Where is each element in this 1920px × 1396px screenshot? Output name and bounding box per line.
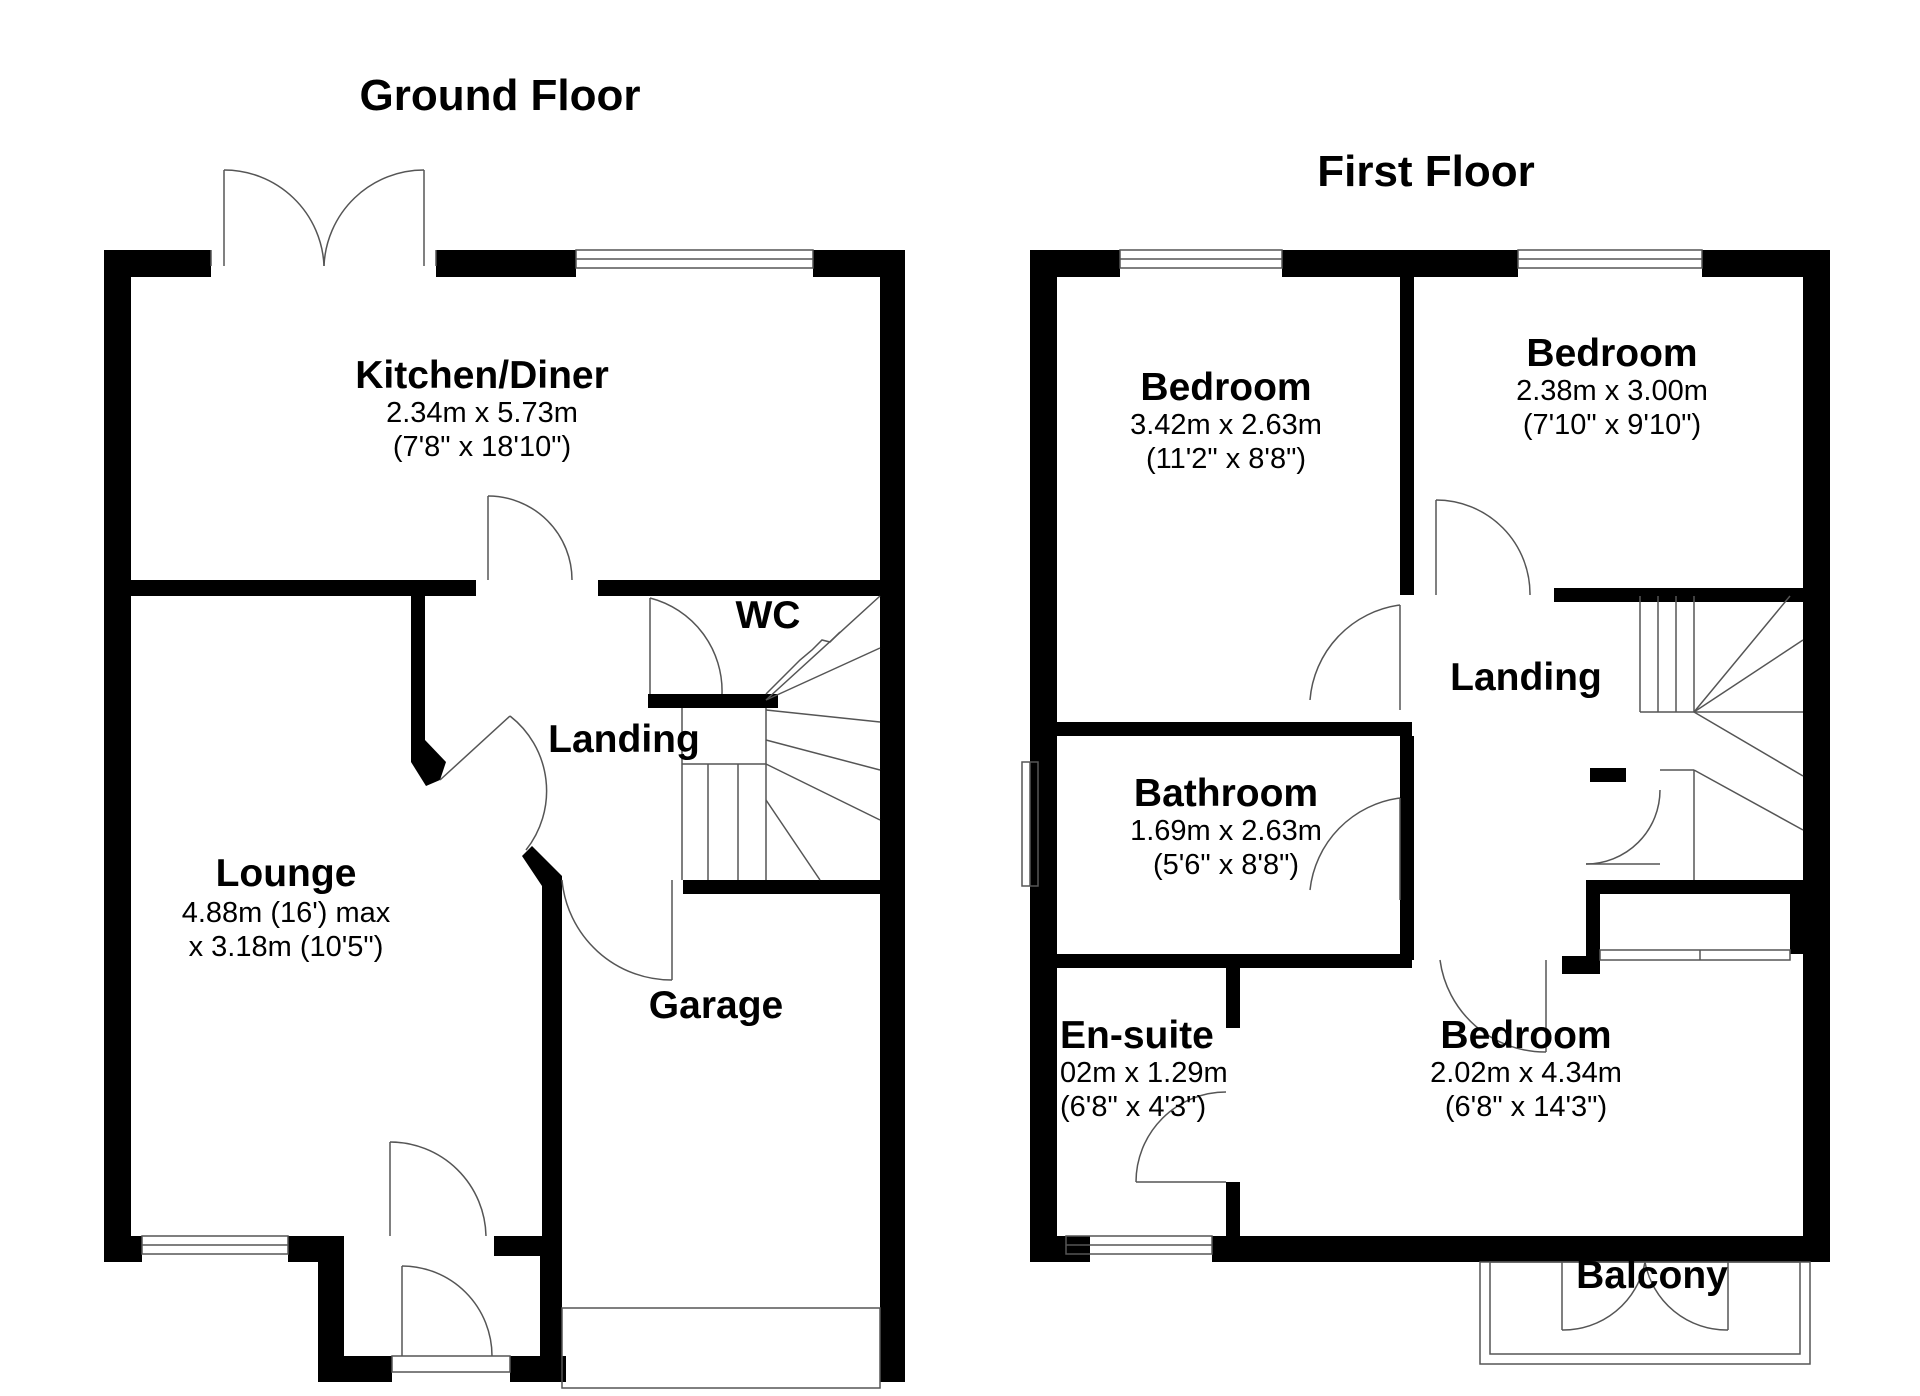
room-name-bedroom-2: Bedroom [1526,332,1697,375]
room-dim-bedroom-3-metric: 2.02m x 4.34m [1430,1057,1622,1089]
door-bedroom-3-icon [1439,959,1547,1053]
ground-floor-title: Ground Floor [359,71,640,120]
room-name-bathroom: Bathroom [1134,772,1318,815]
ground-floor-walls [104,250,905,1382]
room-name-landing-ground: Landing [548,718,700,761]
door-kitchen-landing-icon [487,495,573,581]
room-name-bedroom-1: Bedroom [1140,366,1311,409]
door-garage-icon [561,879,673,981]
door-bedroom-2-icon [1435,499,1531,596]
room-dim-lounge-imperial: x 3.18m (10'5") [189,931,384,963]
bedroom-1-window-icon [1119,249,1283,269]
first-floor-title: First Floor [1317,147,1535,196]
first-floor-walls [1030,250,1830,1262]
staircase-icon [681,595,881,881]
first-floor-plan: First Floor [1021,147,1830,1365]
first-floor-details [1021,249,1811,1365]
room-name-ensuite: En-suite [1060,1014,1214,1057]
ground-floor-plan: Ground Floor [104,71,905,1389]
room-name-lounge: Lounge [216,852,357,895]
ensuite-window-icon [1065,1235,1213,1255]
room-dim-bedroom-3-imperial: (6'8" x 14'3") [1445,1091,1607,1123]
door-bathroom-icon [1309,797,1401,900]
room-dim-ensuite-imperial: (6'8" x 4'3") [1060,1091,1206,1123]
bathroom-window-icon [1021,761,1039,887]
room-dim-kitchen-metric: 2.34m x 5.73m [386,397,578,429]
room-dim-bedroom-2-imperial: (7'10" x 9'10") [1523,409,1701,441]
room-dim-bedroom-1-metric: 3.42m x 2.63m [1130,409,1322,441]
room-dim-lounge-metric: 4.88m (16') max [182,897,391,929]
french-doors-icon [210,169,437,267]
door-cupboard-icon [1585,789,1661,865]
room-name-landing-first: Landing [1450,656,1602,699]
door-lounge-icon [439,715,548,851]
wardrobe-icon [1599,949,1791,961]
bedroom-2-window-icon [1517,249,1703,269]
door-ensuite-icon [1135,1091,1227,1183]
room-dim-bedroom-1-imperial: (11'2" x 8'8") [1146,443,1306,475]
room-dim-ensuite-metric: 02m x 1.29m [1060,1057,1228,1089]
room-dim-kitchen-imperial: (7'8" x 18'10") [393,431,571,463]
room-name-wc: WC [736,594,801,637]
garage-door-icon [561,1307,881,1389]
door-bedroom-1-icon [1309,604,1401,710]
porch-doors-icon [389,1141,511,1373]
room-dim-bathroom-imperial: (5'6" x 8'8") [1153,849,1299,881]
room-name-garage: Garage [649,984,783,1027]
room-name-kitchen: Kitchen/Diner [355,354,609,397]
door-wc-icon [649,597,723,695]
staircase-first-floor-icon [1639,595,1804,880]
balcony-icon [1479,1261,1811,1365]
ground-floor-details [141,169,881,1389]
room-name-bedroom-3: Bedroom [1440,1014,1611,1057]
room-dim-bedroom-2-metric: 2.38m x 3.00m [1516,375,1708,407]
room-dim-bathroom-metric: 1.69m x 2.63m [1130,815,1322,847]
room-name-balcony: Balcony [1576,1254,1728,1297]
